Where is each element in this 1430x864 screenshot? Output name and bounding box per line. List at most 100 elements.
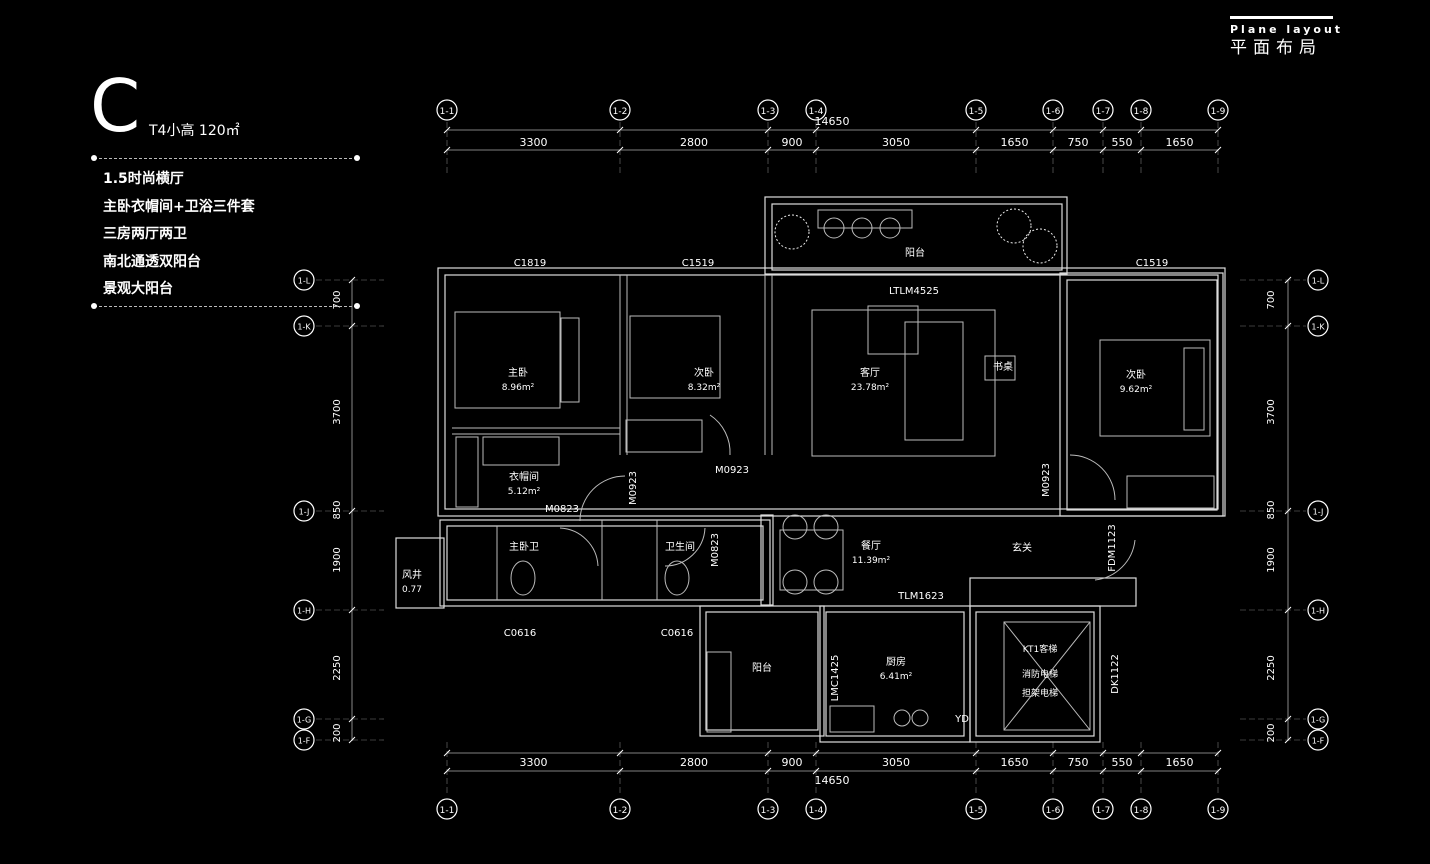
header-title-en: Plane layout [1230, 23, 1344, 36]
room-name: 阳台 [752, 661, 772, 674]
opening-label: C0616 [504, 628, 536, 639]
axis-bubble-label: 1-K [1311, 323, 1325, 332]
dimension-label: 2800 [680, 136, 708, 149]
dimension-label: 750 [1068, 136, 1089, 149]
axis-bubble [1130, 798, 1152, 820]
axis-bubble-label: 1-G [1311, 716, 1325, 725]
dimension-label: 850 [332, 500, 343, 519]
dimension-label: 750 [1068, 756, 1089, 769]
dimension-tick [972, 767, 980, 775]
axis-bubble [965, 99, 987, 121]
dimension-label: 2800 [680, 756, 708, 769]
axis-bubble-label: 1-L [298, 277, 311, 286]
opening-label: M0923 [1041, 463, 1052, 497]
dimension-tick [348, 322, 356, 330]
dimension-tick [348, 736, 356, 744]
opening-label: C1519 [682, 258, 714, 269]
opening-label: C0616 [661, 628, 693, 639]
axis-bubble-label: 1-8 [1134, 806, 1149, 816]
dimension-tick [1137, 749, 1145, 757]
room-area: 11.39m² [852, 556, 891, 566]
axis-bubble-label: 1-6 [1046, 806, 1061, 816]
axis-bubble [293, 708, 315, 730]
axis-bubble [805, 99, 827, 121]
opening-label: M0823 [545, 504, 579, 515]
dimension-tick [972, 126, 980, 134]
dimension-tick [1137, 126, 1145, 134]
axis-bubble-label: 1-J [1313, 508, 1324, 517]
dimension-label: 1650 [1001, 136, 1029, 149]
opening-label: C1519 [1136, 258, 1168, 269]
dimension-total: 14650 [815, 774, 850, 787]
axis-bubble [965, 798, 987, 820]
landscape-shrubs [774, 208, 1058, 264]
room-name: 风井 [402, 568, 422, 581]
axis-bubble [1307, 729, 1329, 751]
dimension-label: 3300 [520, 756, 548, 769]
dimension-tick [812, 126, 820, 134]
axis-bubble [1042, 99, 1064, 121]
axis-bubble [293, 315, 315, 337]
axis-bubble-label: 1-1 [440, 107, 455, 117]
axis-bubble-label: 1-9 [1211, 806, 1226, 816]
axis-bubble-label: 1-5 [969, 806, 984, 816]
axis-bubble-label: 1-7 [1096, 806, 1111, 816]
axis-bubble [436, 798, 458, 820]
dimension-label: 1650 [1166, 136, 1194, 149]
axis-bubble-label: 1-G [297, 716, 311, 725]
dimension-label: 200 [1266, 723, 1277, 742]
dimension-tick [1099, 749, 1107, 757]
room-area: 0.77 [402, 585, 422, 595]
door-swings [559, 414, 1136, 581]
dimension-label: 200 [332, 723, 343, 742]
dimension-tick [1284, 736, 1292, 744]
dimension-tick [1284, 715, 1292, 723]
room-area: 6.41m² [880, 672, 913, 682]
axis-bubble-label: 1-K [297, 323, 311, 332]
divider-dot [91, 303, 97, 309]
dimension-tick [1049, 126, 1057, 134]
room-name: 衣帽间 [509, 470, 539, 483]
room-name: 餐厅 [861, 539, 881, 552]
opening-label: YD [954, 714, 969, 725]
axis-bubble-label: 1-3 [761, 806, 776, 816]
dimension-label: 700 [332, 290, 343, 309]
dimension-label: 3700 [1266, 399, 1277, 424]
dimension-tick [1284, 606, 1292, 614]
opening-label: M0823 [710, 533, 721, 567]
axis-bubble [293, 729, 315, 751]
room-area: 23.78m² [851, 383, 890, 393]
room-name: 卫生间 [665, 540, 695, 553]
room-name: 玄关 [1012, 541, 1032, 554]
dimension-label: 900 [782, 756, 803, 769]
dimension-tick [764, 749, 772, 757]
dimension-label: 850 [1266, 500, 1277, 519]
room-area: 5.12m² [508, 487, 541, 497]
axis-bubble-label: 1-4 [809, 107, 824, 117]
dimension-tick [764, 767, 772, 775]
dimension-tick [348, 715, 356, 723]
dimension-tick [1214, 767, 1222, 775]
dimension-label: 2250 [1266, 655, 1277, 680]
feature-item: 1.5时尚横厅 [103, 171, 184, 187]
room-name: 客厅 [860, 366, 880, 379]
dimension-tick [1214, 126, 1222, 134]
dimension-total: 14650 [815, 115, 850, 128]
dimension-tick [616, 146, 624, 154]
feature-item: 景观大阳台 [103, 281, 173, 297]
header-bar [1230, 16, 1333, 19]
dimension-tick [1284, 507, 1292, 515]
dimension-tick [443, 146, 451, 154]
dimension-tick [812, 749, 820, 757]
dimension-tick [443, 749, 451, 757]
divider-dot [91, 155, 97, 161]
dimension-tick [1099, 126, 1107, 134]
room-area: 8.32m² [688, 383, 721, 393]
dimension-tick [764, 146, 772, 154]
dimension-tick [348, 606, 356, 614]
dimension-tick [1049, 146, 1057, 154]
elevator-label: 消防电梯 [1022, 668, 1058, 680]
axis-bubble-label: 1-7 [1096, 107, 1111, 117]
